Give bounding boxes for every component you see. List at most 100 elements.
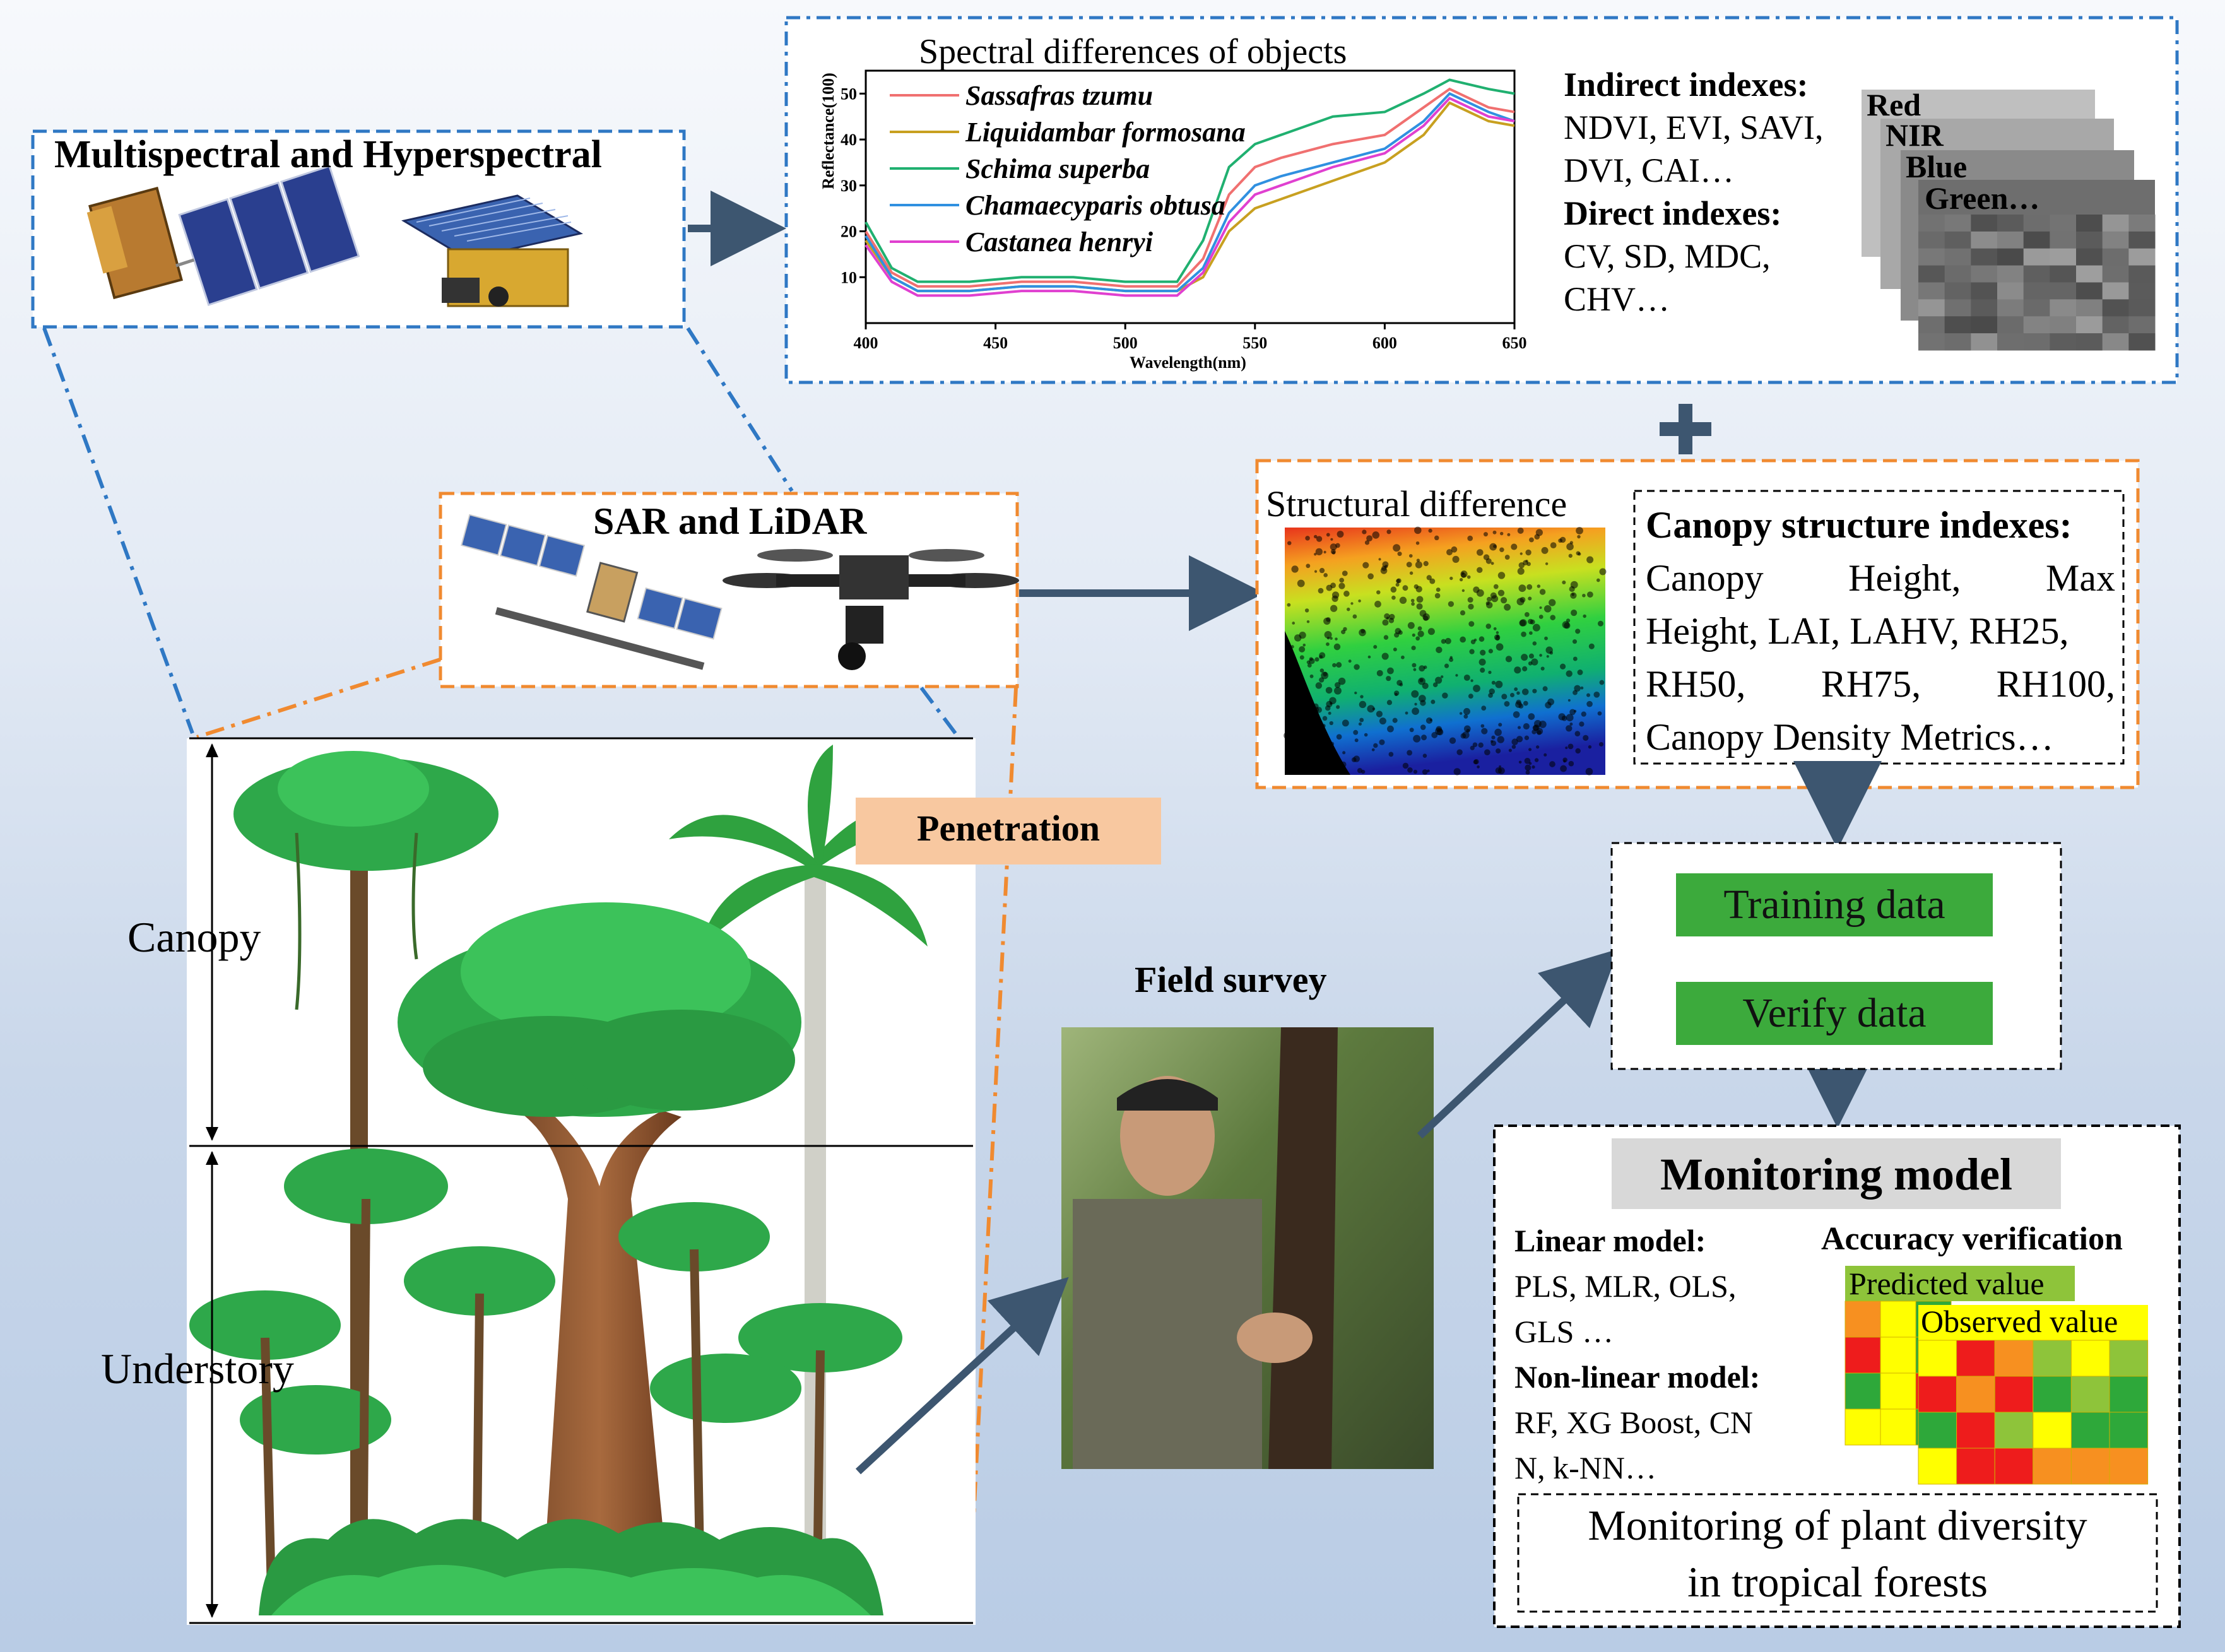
- canopy-label: Canopy: [127, 913, 261, 961]
- y-tick-label: 20: [841, 223, 857, 241]
- x-tick-label: 600: [1372, 334, 1397, 352]
- training-data-label: Training data: [1676, 873, 1993, 936]
- x-tick-label: 550: [1242, 334, 1267, 352]
- observed-cell: [1994, 1448, 2034, 1485]
- predicted-cell: [1844, 1301, 1881, 1338]
- observed-cell: [1956, 1340, 1995, 1377]
- series-line-0: [865, 87, 1515, 288]
- observed-cell: [1956, 1376, 1995, 1413]
- observed-cell: [1918, 1412, 1957, 1449]
- observed-cell: [2070, 1448, 2110, 1485]
- observed-value-bg: [1918, 1305, 2148, 1340]
- predicted-cell: [1844, 1372, 1881, 1410]
- x-tick-label: 500: [1113, 334, 1138, 352]
- legend-label: Sassafras tzumu: [965, 80, 1154, 111]
- legend-label: Liquidambar formosana: [965, 116, 1246, 148]
- connector-line: [686, 327, 794, 492]
- observed-cell: [2109, 1448, 2149, 1485]
- indirect-indexes-line: DVI, CAI…: [1564, 151, 1734, 189]
- predicted-cell: [1880, 1336, 1916, 1374]
- observed-cell: [2109, 1376, 2149, 1413]
- legend-label: Schima superba: [965, 153, 1150, 184]
- legend-swatch: [890, 240, 959, 243]
- observed-cell: [2070, 1412, 2110, 1449]
- predicted-cell: [1880, 1408, 1916, 1446]
- observed-cell: [1918, 1376, 1957, 1413]
- index-word: Max: [2046, 557, 2115, 599]
- sar-satellite-icon: [461, 514, 723, 670]
- canopy-index-box: [1633, 490, 2125, 765]
- direct-indexes-heading: Direct indexes:: [1564, 194, 1782, 232]
- canopy-indexes-line: RH50,RH75,RH100,: [1646, 658, 2115, 711]
- observed-cell: [1994, 1412, 2034, 1449]
- x-tick-label: 650: [1502, 334, 1527, 352]
- index-word: Height,: [1848, 557, 1961, 599]
- drone-icon: [723, 549, 1019, 670]
- legend-entry: Castanea henryi: [890, 223, 1246, 260]
- sar-lidar-box: [439, 492, 1019, 688]
- spectral-indexes: Indirect indexes: NDVI, EVI, SAVI, DVI, …: [1564, 63, 1824, 321]
- legend-swatch: [890, 167, 959, 170]
- legend-entry: Schima superba: [890, 150, 1246, 187]
- legend-label: Castanea henryi: [965, 226, 1154, 257]
- y-tick-label: 40: [841, 131, 857, 149]
- predicted-cell: [1844, 1336, 1881, 1374]
- predicted-cell: [1880, 1372, 1916, 1410]
- canopy-indexes-line: Height, LAI, LAHV, RH25,: [1646, 610, 2069, 652]
- band-red-label: Red: [1867, 87, 1921, 122]
- legend-label: Chamaecyparis obtusa: [965, 189, 1225, 221]
- legend-entry: Liquidambar formosana: [890, 114, 1246, 150]
- predicted-value-label: Predicted value: [1849, 1266, 2045, 1301]
- observed-value-label: Observed value: [1921, 1304, 2118, 1339]
- monitoring-model-title: Monitoring model: [1660, 1149, 2012, 1200]
- y-tick-label: 10: [841, 268, 857, 286]
- spectral-chart-title: Spectral differences of objects: [919, 32, 1347, 71]
- x-tick-label: 450: [983, 334, 1008, 352]
- canopy-indexes-heading: Canopy structure indexes:: [1646, 504, 2072, 546]
- linear-model-line: GLS …: [1514, 1314, 1614, 1349]
- observed-cell: [1918, 1448, 1957, 1485]
- arrow-to-training: [1417, 948, 1619, 1139]
- outcome-line: in tropical forests: [1687, 1558, 1988, 1606]
- observed-cell: [2070, 1376, 2110, 1413]
- outcome-box: [1517, 1493, 2158, 1613]
- observed-cell: [2109, 1340, 2149, 1377]
- canopy-indexes-line: Canopy Density Metrics…: [1646, 716, 2054, 758]
- predicted-value-bg: [1845, 1266, 2075, 1301]
- field-survey-label: Field survey: [1135, 959, 1327, 1000]
- model-list: Linear model: PLS, MLR, OLS, GLS … Non-l…: [1514, 1218, 1760, 1490]
- observed-cell: [1956, 1412, 1995, 1449]
- accuracy-verification-title: Accuracy verification: [1821, 1221, 2123, 1257]
- legend-swatch: [890, 94, 959, 97]
- indirect-indexes-line: NDVI, EVI, SAVI,: [1564, 109, 1824, 146]
- outcome-text: Monitoring of plant diversity in tropica…: [1518, 1497, 2157, 1610]
- connector-line: [919, 687, 961, 740]
- predicted-cell: [1880, 1301, 1916, 1338]
- index-word: RH50,: [1646, 663, 1746, 705]
- understory-label: Understory: [101, 1345, 294, 1393]
- direct-indexes-line: CV, SD, MDC,: [1564, 237, 1771, 275]
- penetration-label-bg: [856, 798, 1161, 864]
- monitoring-title-bg: [1612, 1138, 2061, 1209]
- connector-line: [196, 658, 441, 739]
- y-tick-label: 50: [841, 85, 857, 103]
- nonlinear-model-line: N, k-NN…: [1514, 1450, 1656, 1485]
- series-line-3: [865, 91, 1515, 293]
- observed-cell: [2033, 1376, 2072, 1413]
- observed-cell: [2033, 1412, 2072, 1449]
- predicted-cell: [1844, 1408, 1881, 1446]
- observed-cell: [1994, 1340, 2034, 1377]
- direct-indexes-line: CHV…: [1564, 280, 1670, 318]
- chart-frame: [865, 69, 1516, 324]
- observed-cell: [2033, 1340, 2072, 1377]
- x-tick-label: 400: [854, 334, 878, 352]
- series-line-2: [865, 78, 1515, 283]
- arrow-to-field-survey: [855, 1277, 1069, 1475]
- linear-model-heading: Linear model:: [1514, 1223, 1706, 1258]
- index-word: RH100,: [1996, 663, 2115, 705]
- series-line-4: [865, 97, 1515, 297]
